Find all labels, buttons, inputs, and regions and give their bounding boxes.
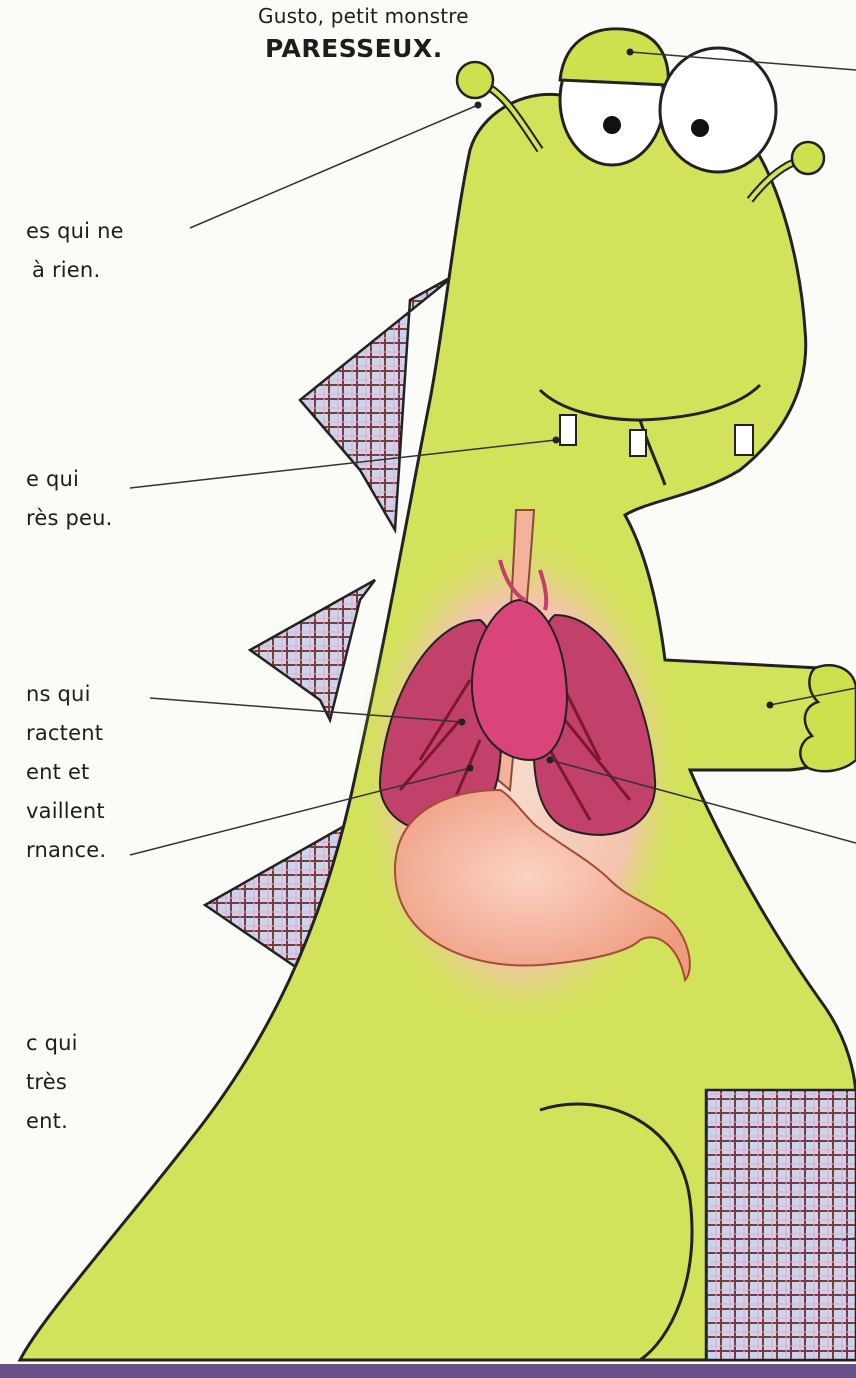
caption-lungs-line: ent et	[26, 753, 106, 792]
tooth	[630, 430, 646, 456]
monster-hand	[800, 665, 856, 771]
caption-lungs-heart: ns qui ractent ent et vaillent rnance.	[26, 675, 106, 870]
bottom-band	[0, 1364, 856, 1378]
caption-lungs-line: ractent	[26, 714, 106, 753]
tooth	[735, 425, 753, 455]
caption-lungs-line: vaillent	[26, 792, 106, 831]
title-line-1: Gusto, petit monstre	[258, 2, 469, 30]
title-line-2: PARESSEUX.	[265, 32, 443, 66]
caption-antennae-line: à rien.	[32, 251, 124, 290]
caption-teeth-line: e qui	[26, 460, 113, 499]
caption-teeth: e qui rès peu.	[26, 460, 113, 538]
caption-stomach-line: c qui	[26, 1024, 78, 1063]
tooth	[560, 415, 576, 445]
caption-stomach-line: très	[26, 1063, 78, 1102]
caption-stomach-line: ent.	[26, 1102, 78, 1141]
caption-antennae-line: es qui ne	[26, 212, 124, 251]
caption-lungs-line: rnance.	[26, 831, 106, 870]
plaid-patch	[706, 1090, 856, 1360]
caption-stomach: c qui très ent.	[26, 1024, 78, 1141]
caption-teeth-line: rès peu.	[26, 499, 113, 538]
caption-lungs-line: ns qui	[26, 675, 106, 714]
caption-antennae: es qui ne à rien.	[26, 212, 124, 290]
